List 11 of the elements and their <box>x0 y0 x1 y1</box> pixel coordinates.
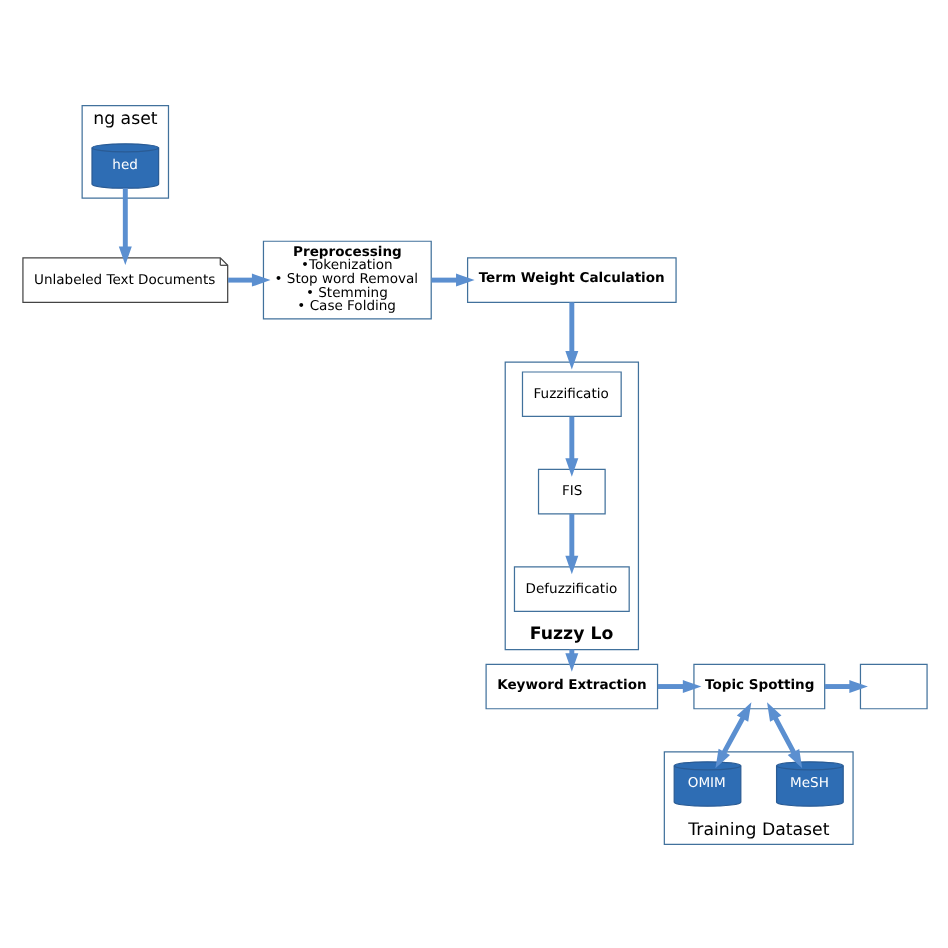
arrow <box>823 679 867 693</box>
arrow <box>564 415 578 476</box>
arrow <box>117 187 131 265</box>
arrow <box>766 701 802 768</box>
arrow <box>564 512 578 574</box>
node-box <box>858 662 927 709</box>
arrow <box>656 679 701 693</box>
arrow <box>714 701 751 768</box>
arrow <box>564 301 578 369</box>
arrow <box>227 272 270 286</box>
arrow <box>430 272 474 286</box>
